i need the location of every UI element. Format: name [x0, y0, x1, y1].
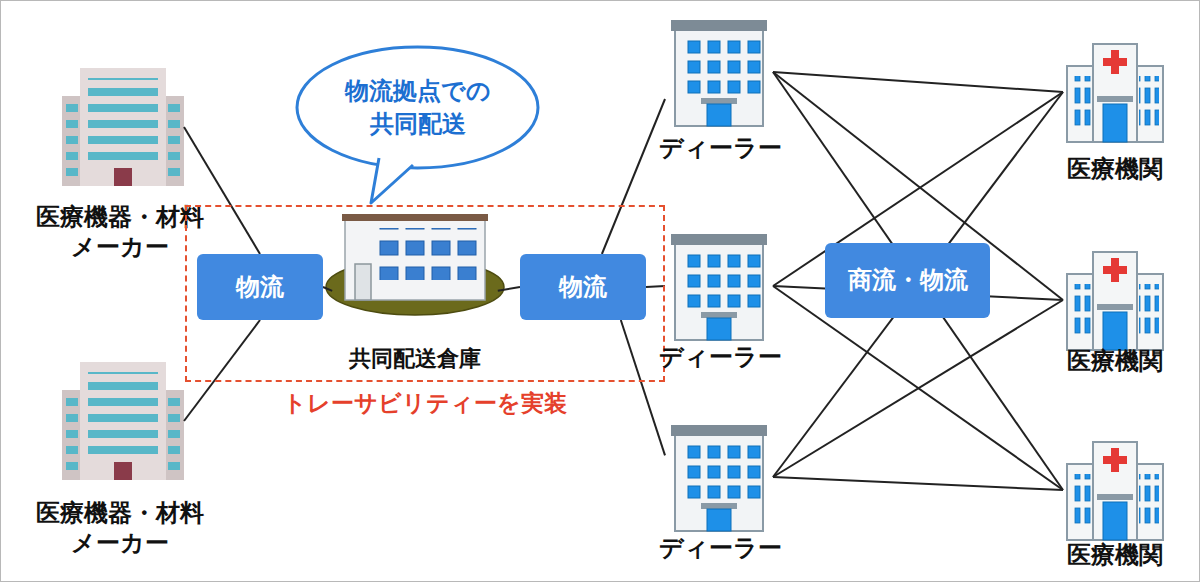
node-label: 物流拠点での 共同配送: [330, 75, 505, 140]
dealer-node: ディーラー: [650, 423, 790, 563]
dealer-building: [665, 232, 773, 340]
callout-bubble: 物流拠点での 共同配送: [295, 45, 540, 170]
node-label: トレーサビリティーを実装: [283, 390, 567, 418]
node-label: 共同配送倉庫: [349, 345, 481, 373]
node-label: 物流: [236, 273, 284, 302]
trade-logistics-box: 商流・物流: [825, 243, 990, 318]
warehouse-building: [325, 212, 505, 317]
maker-building: [62, 68, 184, 186]
connector-line: [602, 99, 665, 254]
connector-line: [773, 72, 1063, 92]
hospital-building: [1063, 250, 1167, 350]
logistics-box: 物流: [520, 254, 646, 320]
node-label: 医療機関: [1067, 155, 1163, 184]
hospital-building: [1063, 42, 1167, 142]
maker-node: 医療機器・材料 メーカー: [20, 358, 220, 558]
hospital-node: 医療機関: [1050, 440, 1180, 570]
connector-line: [773, 92, 1063, 477]
node-label: ディーラー: [659, 534, 782, 563]
node-label: 商流・物流: [848, 266, 968, 295]
node-label: ディーラー: [659, 343, 782, 372]
callout-outline: [295, 45, 540, 170]
connector-line: [773, 300, 1063, 477]
connector-line: [184, 320, 260, 421]
traceability-region: トレーサビリティーを実装物流共同配送倉庫物流: [185, 205, 665, 382]
connector-line: [184, 127, 260, 254]
connector-line: [498, 287, 520, 291]
node-label: 医療機関: [1067, 347, 1163, 376]
connector-line: [621, 320, 665, 455]
maker-node: 医療機器・材料 メーカー: [20, 62, 220, 262]
hospital-building: [1063, 440, 1167, 540]
node-label: 医療機器・材料 メーカー: [28, 498, 213, 558]
node-label: 医療機関: [1067, 541, 1163, 570]
logistics-box: 物流: [197, 254, 323, 320]
dealer-node: ディーラー: [650, 232, 790, 372]
hospital-node: 医療機関: [1050, 42, 1180, 184]
node-label: 物流: [559, 273, 607, 302]
hospital-node: 医療機関: [1050, 250, 1180, 376]
connector-line: [646, 286, 665, 287]
node-label: ディーラー: [659, 134, 782, 163]
dealer-building: [665, 423, 773, 531]
connector-line: [323, 287, 332, 291]
connector-line: [773, 477, 1063, 490]
dealer-node: ディーラー: [650, 18, 790, 163]
connector-line: [773, 72, 1063, 490]
maker-building: [62, 362, 184, 480]
dealer-building: [665, 18, 773, 126]
warehouse-node: 共同配送倉庫: [325, 210, 505, 372]
